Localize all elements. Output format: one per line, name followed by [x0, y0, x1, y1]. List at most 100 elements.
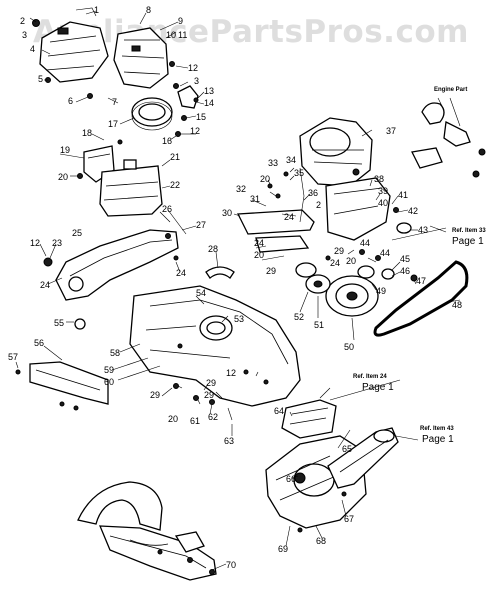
callout-29: 29 — [266, 266, 276, 276]
callout-16: 16 — [162, 136, 172, 146]
engine-part-label: Engine Part — [434, 87, 467, 93]
callout-4: 4 — [30, 44, 35, 54]
callout-70: 70 — [226, 560, 236, 570]
callout-50: 50 — [344, 342, 354, 352]
callout-12-arm: 12 — [30, 238, 40, 248]
callout-18: 18 — [82, 128, 92, 138]
callout-2-bracket: 2 — [316, 200, 321, 210]
callout-6: 6 — [68, 96, 73, 106]
ref-item-24-page: Page 1 — [362, 382, 394, 393]
auger-housing — [74, 285, 301, 407]
callout-29-upper: 29 — [206, 378, 216, 388]
callout-65: 65 — [342, 444, 352, 454]
callout-32: 32 — [236, 184, 246, 194]
callout-20-pulley: 20 — [346, 256, 356, 266]
callout-49: 49 — [376, 286, 386, 296]
callout-38: 38 — [374, 174, 384, 184]
callout-24-pulley: 24 — [330, 258, 340, 268]
engine — [299, 117, 373, 187]
callout-24-lower: 24 — [254, 238, 264, 248]
callout-52: 52 — [294, 312, 304, 322]
callout-11: 11 — [178, 30, 187, 40]
callout-17: 17 — [108, 119, 118, 129]
callout-29-pulley: 29 — [334, 246, 344, 256]
callout-67: 67 — [344, 514, 354, 524]
callout-numbers: 1 2 3 4 5 6 7 8 9 10 11 12 13 14 15 16 1… — [8, 5, 462, 570]
callout-12: 12 — [188, 63, 198, 73]
callout-5: 5 — [38, 74, 43, 84]
callout-20: 20 — [58, 172, 68, 182]
callout-25: 25 — [72, 228, 82, 238]
ref-item-33: Ref. Item 33 — [452, 228, 486, 234]
callout-48: 48 — [452, 300, 462, 310]
callout-29-lower: 29 — [150, 390, 160, 400]
callout-46: 46 — [400, 266, 410, 276]
callout-30: 30 — [222, 208, 232, 218]
callout-35: 35 — [294, 168, 304, 178]
callout-63: 63 — [224, 436, 234, 446]
callout-57: 57 — [8, 352, 18, 362]
callout-22: 22 — [170, 180, 180, 190]
callout-2: 2 — [20, 16, 25, 26]
callout-42: 42 — [408, 206, 418, 216]
callout-33: 33 — [268, 158, 278, 168]
callout-20-bracket: 20 — [260, 174, 270, 184]
fuel-tank-group — [77, 139, 163, 217]
callout-1: 1 — [94, 5, 99, 15]
callout-24-bracket: 24 — [284, 212, 294, 222]
ref-item-43: Ref. Item 43 — [420, 426, 454, 432]
callout-9: 9 — [178, 16, 183, 26]
callout-44: 44 — [360, 238, 370, 248]
handle-arm — [43, 209, 187, 301]
scraper-bar — [15, 361, 109, 411]
mounting-bracket — [281, 387, 337, 439]
callout-10: 10 — [166, 30, 176, 40]
bottom-hardware — [173, 383, 233, 421]
callout-45: 45 — [400, 254, 410, 264]
ref-item-24: Ref. Item 24 — [353, 374, 387, 380]
callout-47: 47 — [416, 276, 426, 286]
callout-23: 23 — [52, 238, 62, 248]
callout-55: 55 — [54, 318, 64, 328]
callout-56: 56 — [34, 338, 44, 348]
callout-31: 31 — [250, 194, 260, 204]
callout-12-housing: 12 — [226, 368, 236, 378]
callout-54: 54 — [196, 288, 206, 298]
callout-66: 66 — [286, 474, 296, 484]
callout-14: 14 — [204, 98, 214, 108]
engine-part-inset — [411, 97, 486, 178]
callout-21: 21 — [170, 152, 180, 162]
callout-37: 37 — [386, 126, 396, 136]
callout-20-lower-bracket: 20 — [254, 250, 264, 260]
callout-69: 69 — [278, 544, 288, 554]
callout-51: 51 — [314, 320, 324, 330]
chute-ring — [131, 97, 187, 137]
auger-frame — [77, 481, 217, 581]
reference-notes: Ref. Item 33 Page 1 Ref. Item 24 Page 1 … — [353, 87, 486, 445]
callout-24-arm: 24 — [176, 268, 186, 278]
ref-item-33-page: Page 1 — [452, 236, 484, 247]
callout-8: 8 — [146, 5, 151, 15]
chute-tube — [297, 427, 399, 533]
callout-39: 39 — [378, 186, 388, 196]
callout-36: 36 — [308, 188, 318, 198]
callout-28: 28 — [208, 244, 218, 254]
callout-68: 68 — [316, 536, 326, 546]
callout-40: 40 — [378, 198, 388, 208]
callout-7: 7 — [112, 97, 117, 107]
callout-58: 58 — [110, 348, 120, 358]
callout-15: 15 — [196, 112, 206, 122]
callout-3-upper: 3 — [194, 76, 199, 86]
callout-53: 53 — [234, 314, 244, 324]
leader-lines — [15, 10, 461, 571]
chute-deflector-assembly — [32, 7, 199, 109]
callout-61: 61 — [190, 416, 200, 426]
callout-59: 59 — [104, 365, 114, 375]
callout-3: 3 — [22, 30, 27, 40]
callout-19: 19 — [60, 145, 70, 155]
callout-34: 34 — [286, 155, 296, 165]
shield — [205, 266, 235, 279]
callout-29-mid: 29 — [204, 390, 214, 400]
callout-26: 26 — [162, 204, 172, 214]
